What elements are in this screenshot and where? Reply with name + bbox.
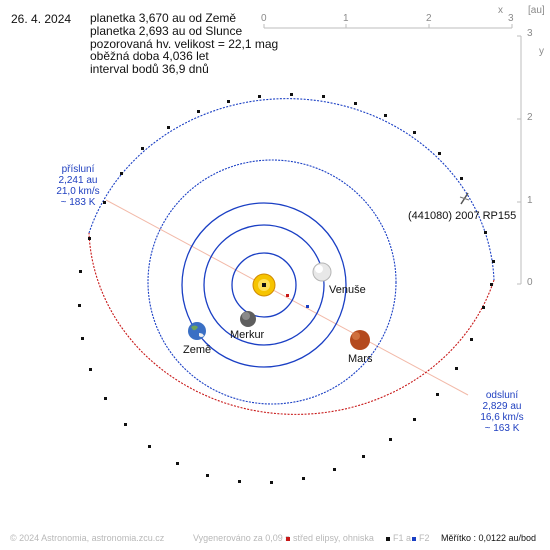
asteroid-label: (441080) 2007 RP155: [408, 210, 517, 222]
copyright-link[interactable]: © 2024 Astronomia, astronomia.zcu.cz: [10, 533, 165, 543]
top-scale: [263, 24, 513, 29]
venus-icon: [312, 262, 332, 282]
asteroid-icon: [459, 192, 470, 205]
mercury-icon: [240, 311, 256, 327]
ellipse-center-marker: [286, 294, 289, 297]
legend-f1-marker: [386, 536, 390, 541]
aphelion-speed: 16,6 km/s: [480, 412, 524, 423]
aphelion-info: odsluní 2,829 au 16,6 km/s ~ 163 K: [476, 390, 528, 434]
venus-orbit: [203, 224, 325, 346]
top-scale-axis-label: x: [498, 5, 503, 16]
mars-label: Mars: [348, 353, 373, 365]
right-scale-tick-3: 3: [527, 28, 533, 39]
right-scale-tick-1: 1: [527, 195, 533, 206]
earth-label: Země: [183, 344, 212, 356]
legend-f2-marker: [412, 536, 416, 541]
perihelion-distance: 2,241 au: [58, 175, 98, 186]
info-line-period: oběžná doba 4,036 let: [90, 49, 209, 64]
right-scale-tick-2: 2: [527, 112, 533, 123]
mercury-label: Merkur: [230, 329, 265, 341]
top-scale-tick-0: 0: [261, 13, 267, 24]
info-panel: planetka 3,670 au od Země planetka 2,693…: [90, 12, 278, 76]
perihelion-speed: 21,0 km/s: [56, 186, 100, 197]
right-scale: [517, 35, 522, 285]
earth-icon: [188, 322, 206, 340]
asteroid-orbit: [78, 93, 495, 484]
top-scale-tick-3: 3: [508, 13, 514, 24]
aphelion-title: odsluní: [485, 390, 519, 401]
sun-icon: [252, 273, 276, 297]
right-scale-axis-label: y: [539, 46, 544, 57]
venus-label: Venuše: [329, 284, 366, 296]
top-scale-unit: [au]: [528, 5, 545, 16]
legend-f1: F1 a: [386, 533, 411, 543]
info-line-interval: interval bodů 36,9 dnů: [90, 62, 209, 77]
info-line-earth-distance: planetka 3,670 au od Země: [90, 11, 237, 25]
perihelion-temp: ~ 183 K: [60, 197, 96, 208]
earth-orbit: [181, 202, 347, 368]
legend-center-text: střed elipsy, ohniska: [293, 533, 374, 543]
info-line-magnitude: pozorovaná hv. velikost = 22,1 mag: [90, 36, 279, 51]
top-scale-tick-2: 2: [426, 13, 432, 24]
date-label: 26. 4. 2024: [11, 12, 72, 26]
generated-time: Vygenerováno za 0,09 s: [193, 533, 290, 543]
focus-f2-marker: [306, 305, 309, 308]
mars-icon: [350, 330, 370, 350]
aphelion-temp: ~ 163 K: [484, 423, 520, 434]
aphelion-distance: 2,829 au: [482, 401, 522, 412]
perihelion-title: přísluní: [61, 164, 95, 175]
perihelion-info: přísluní 2,241 au 21,0 km/s ~ 183 K: [52, 164, 104, 208]
legend-center: střed elipsy, ohniska: [286, 533, 374, 543]
legend-f2-text: F2: [419, 533, 430, 543]
mars-orbit: [147, 159, 397, 405]
mercury-orbit: [231, 252, 297, 318]
legend-f2: F2: [412, 533, 430, 543]
legend-center-marker: [286, 536, 290, 541]
top-scale-tick-1: 1: [343, 13, 349, 24]
scale-text: Měřítko : 0,0122 au/bod: [441, 533, 537, 543]
info-line-sun-distance: planetka 2,693 au od Slunce: [90, 23, 243, 38]
apsidal-line: [105, 199, 469, 396]
right-scale-tick-0: 0: [527, 277, 533, 288]
legend-f1-text: F1 a: [393, 533, 412, 543]
